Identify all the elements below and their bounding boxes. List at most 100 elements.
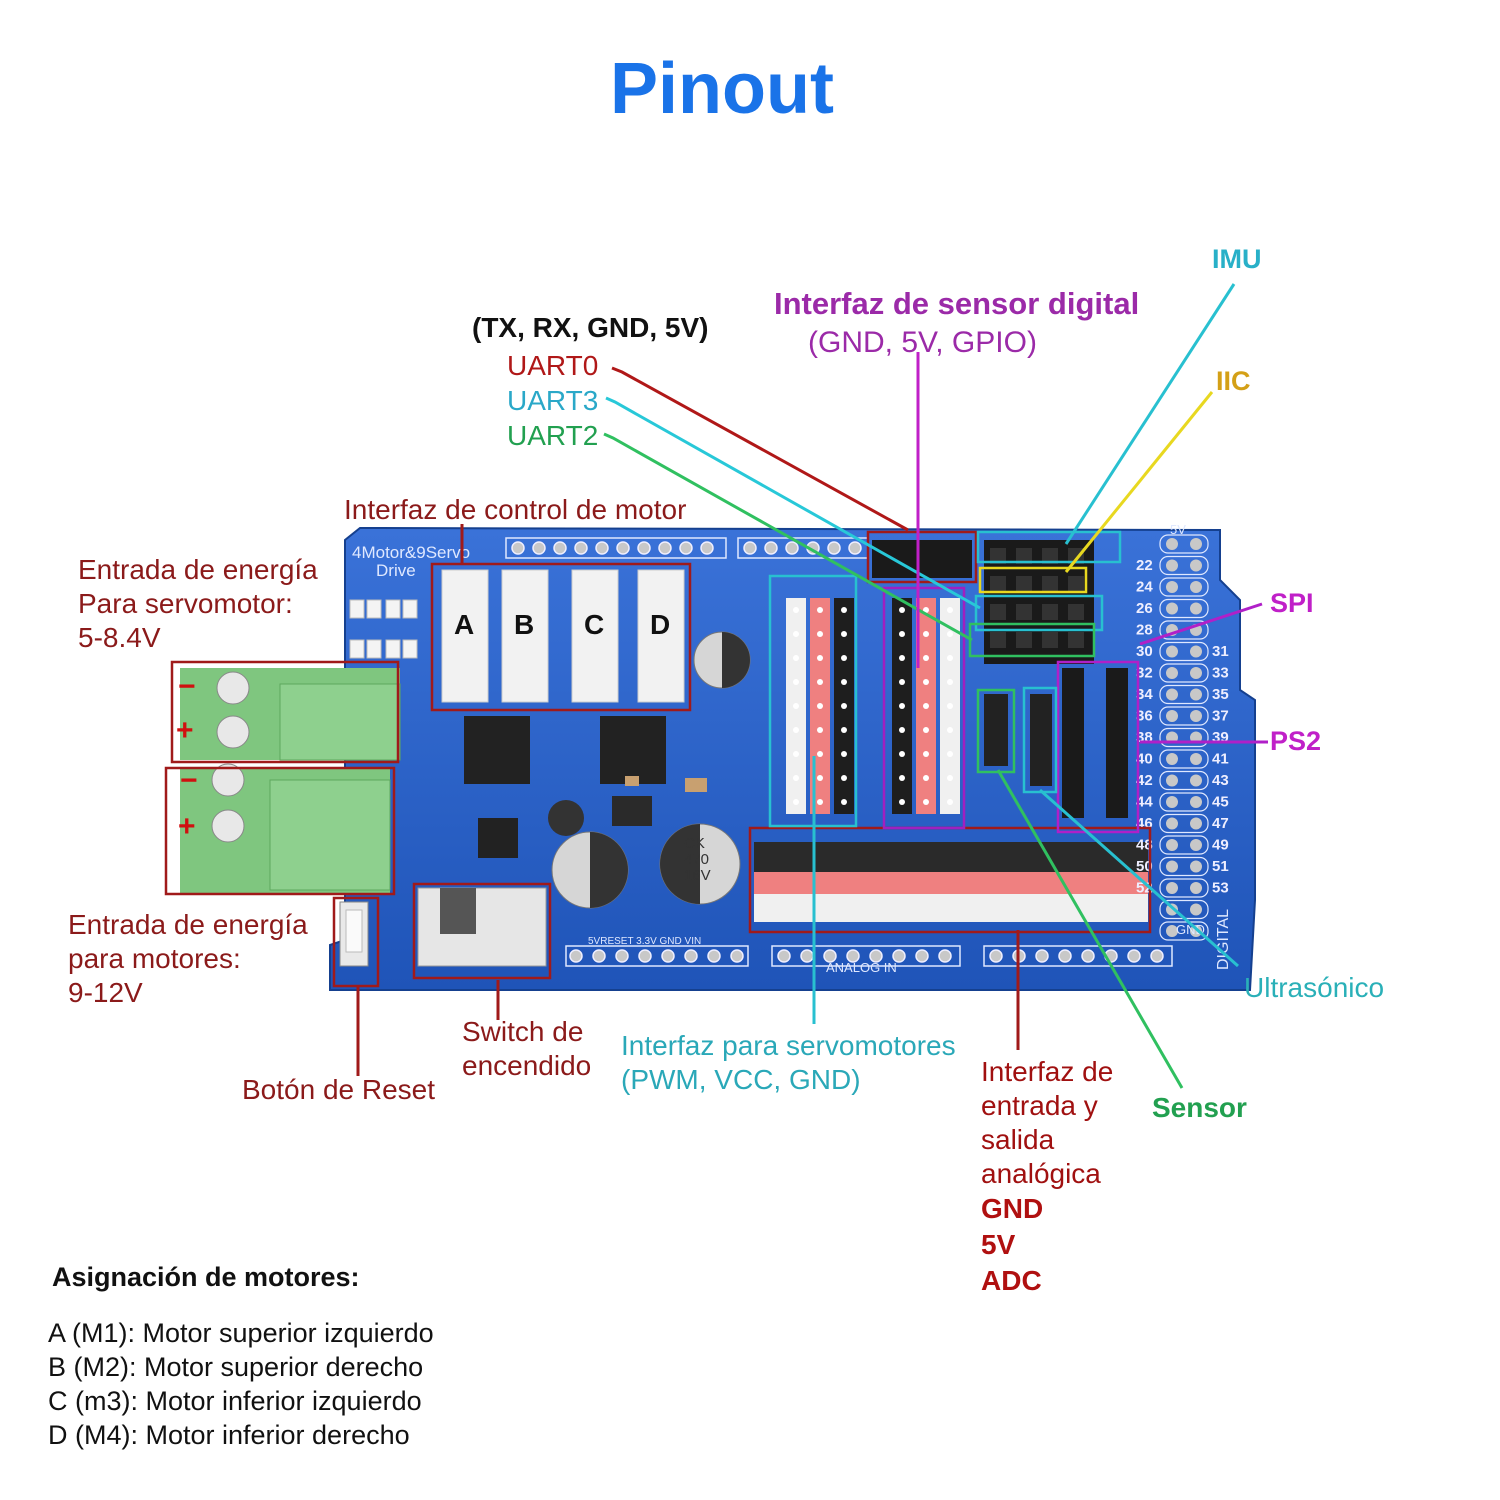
power-header-pin	[684, 949, 698, 963]
analog-interface-line-4: analógica	[981, 1158, 1101, 1189]
box-uart0	[866, 530, 978, 584]
ps2-socket	[1106, 668, 1128, 818]
led-pads	[349, 599, 418, 659]
pin-number: 49	[1212, 837, 1229, 854]
serial-header-block	[872, 540, 1094, 664]
box-uart3	[974, 594, 1104, 632]
box-iic	[978, 566, 1088, 594]
servo-interface-line-1: Interfaz para servomotores	[621, 1030, 956, 1061]
digital-pin	[899, 703, 905, 709]
motor-assignment-item: C (m3): Motor inferior izquierdo	[48, 1386, 422, 1416]
analog-interface-line-1: Interfaz de	[981, 1056, 1114, 1087]
terminal-plus-1: +	[176, 714, 194, 747]
servo-pin	[793, 799, 799, 805]
digital-pin	[899, 655, 905, 661]
motor-power-line-2: para motores:	[68, 943, 241, 974]
double-header-outline	[1159, 577, 1209, 597]
double-header-pin	[1166, 602, 1178, 615]
power-header-pin	[730, 949, 744, 963]
top-header-left	[505, 537, 727, 559]
double-header-outline	[1159, 813, 1209, 834]
double-header-pin	[1190, 602, 1202, 615]
socket-hole	[1068, 576, 1084, 592]
servo-pin	[793, 655, 799, 661]
socket-hole	[990, 548, 1006, 564]
leader-uart3	[605, 396, 981, 610]
motor-assignment-item: D (M4): Motor inferior derecho	[48, 1420, 410, 1450]
motor-connector-label: B	[514, 609, 534, 640]
double-header-pin	[1166, 688, 1178, 701]
double-header-outline	[1159, 620, 1209, 640]
socket-hole	[1042, 632, 1058, 648]
cap-label-2: 470	[684, 851, 709, 868]
digital-header-block	[892, 598, 960, 814]
power-switch-line-1: Switch de	[462, 1016, 584, 1047]
uart-pins-header: (TX, RX, GND, 5V)	[472, 312, 709, 343]
motor-connector-a	[441, 569, 489, 703]
box-sensor	[976, 688, 1016, 774]
pin-number: 32	[1136, 665, 1153, 682]
header-pin	[637, 541, 651, 555]
double-header-pin	[1166, 581, 1178, 593]
servo-pin	[793, 679, 799, 685]
label-5v: 5V	[1170, 522, 1186, 537]
cap-label-3: 16V	[684, 867, 711, 884]
digital-pin	[923, 703, 929, 709]
analog-header-pin	[777, 949, 791, 963]
double-header-pin	[1190, 882, 1202, 894]
pin-number: 26	[1136, 600, 1153, 617]
motor-connector-label: A	[454, 609, 474, 640]
spi-label: SPI	[1270, 588, 1314, 618]
regulator-chip	[478, 818, 518, 858]
label-analog-in: ANALOG IN	[826, 960, 897, 975]
motor-assignment-item: B (M2): Motor superior derecho	[48, 1352, 424, 1382]
double-header-outline	[1159, 835, 1209, 855]
digital-pin	[899, 631, 905, 637]
servo-pin	[817, 679, 823, 685]
pin-number: 22	[1136, 557, 1153, 574]
motor-assignment-item: A (M1): Motor superior izquierdo	[48, 1318, 434, 1348]
analog-interface-line-2: entrada y	[981, 1090, 1098, 1121]
digital-pin	[923, 775, 929, 781]
ultrasonic-label: Ultrasónico	[1244, 972, 1385, 1003]
analog-pin-5v: 5V	[981, 1229, 1016, 1260]
analog-header-pin	[892, 949, 906, 963]
digital-pin	[923, 751, 929, 757]
socket-hole	[1016, 548, 1032, 564]
double-header-outline	[1159, 792, 1209, 812]
motor-connector-b	[501, 569, 549, 703]
pin-number: 45	[1212, 794, 1229, 811]
header-outline	[505, 537, 727, 559]
socket-hole	[1042, 604, 1058, 620]
pin-number: 48	[1136, 837, 1153, 854]
power-header-pin	[615, 949, 629, 963]
servo-pin	[841, 655, 847, 661]
header-pin	[595, 541, 609, 555]
inductor	[548, 800, 584, 836]
pin-number: 24	[1136, 579, 1153, 596]
double-header-pin	[1166, 774, 1178, 787]
capacitor-top	[693, 631, 751, 689]
leader-iic	[1064, 391, 1214, 573]
double-header-pin	[1166, 753, 1178, 765]
power-header-pin	[638, 949, 652, 963]
double-header-outline	[1159, 641, 1209, 662]
double-header-outline	[1159, 856, 1209, 877]
servo-power-line-1: Entrada de energía	[78, 554, 318, 585]
leader-spi	[1139, 602, 1263, 646]
power-header-pin	[592, 949, 606, 963]
leader-ultrasonic	[1039, 788, 1239, 968]
driver-chip-2	[600, 716, 666, 784]
digital-pin	[899, 727, 905, 733]
analog-header-pin	[846, 949, 860, 963]
pin-number: 53	[1212, 880, 1229, 897]
digital-pin	[899, 799, 905, 805]
servo-pin	[793, 751, 799, 757]
servo-pin	[817, 655, 823, 661]
double-header-pin	[1166, 860, 1178, 873]
sensor-label: Sensor	[1152, 1092, 1247, 1123]
servo-pin	[841, 799, 847, 805]
double-header-outline	[1159, 921, 1209, 941]
driver-chip-1	[464, 716, 530, 784]
